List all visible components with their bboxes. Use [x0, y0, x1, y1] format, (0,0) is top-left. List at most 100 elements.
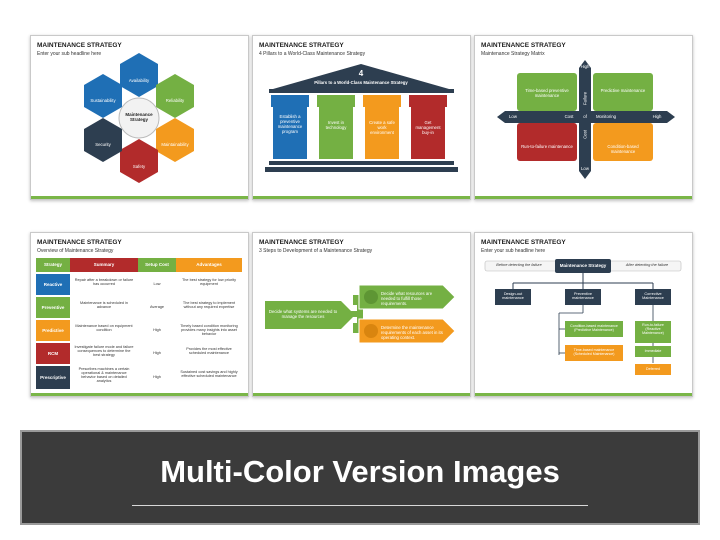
table-row: Preventive Maintenance is scheduled in a…	[36, 297, 242, 318]
axis-monitoring: Monitoring	[595, 114, 617, 119]
slide-subtitle: Maintenance Strategy Matrix	[481, 51, 545, 57]
axis-failure: Failure	[582, 91, 588, 106]
slide-three-steps[interactable]: MAINTENANCE STRATEGY 3 Steps to Developm…	[252, 232, 471, 397]
table-header: Strategy Summary Setup Cost Advantages	[36, 258, 242, 272]
axis-low-left: Low	[509, 114, 517, 119]
slide-footer-bar	[475, 393, 692, 396]
hex-safety	[120, 139, 158, 183]
pillar-4-label: Get management buy-in	[415, 120, 441, 135]
slide-title: MAINTENANCE STRATEGY	[37, 42, 122, 49]
matrix-diagram	[497, 60, 675, 179]
slide-title: MAINTENANCE STRATEGY	[259, 239, 344, 246]
after-detecting-label: After detecting the failure	[625, 263, 669, 267]
slide-overview-table[interactable]: MAINTENANCE STRATEGY Overview of Mainten…	[30, 232, 249, 397]
slide-strategy-matrix[interactable]: MAINTENANCE STRATEGY Maintenance Strateg…	[474, 35, 693, 200]
header-advantages: Advantages	[176, 258, 242, 272]
slide-footer-bar	[31, 393, 248, 396]
center-label: Maintenance Strategy	[125, 112, 153, 122]
table-row: RCM Investigate failure mode and failure…	[36, 343, 242, 364]
row-cost: Average	[149, 305, 165, 309]
hex-sustainability	[84, 74, 122, 118]
pillar-1-label: Establish a preventive maintenance progr…	[277, 114, 303, 134]
pillar-2-label: Invest in technology	[325, 120, 347, 130]
step-right-top-text: Decide what resources are needed to fulf…	[381, 291, 433, 306]
banner-title: Multi-Color Version Images	[160, 454, 560, 489]
row-advantage: The best strategy for low priority equip…	[181, 278, 237, 286]
hexagon-diagram	[84, 53, 194, 183]
hex-label-security: Security	[95, 142, 111, 147]
slide-subtitle: Enter your sub headline here	[37, 51, 102, 57]
row-strategy: Preventive	[36, 297, 70, 318]
axis-cost-vertical: Cost	[582, 130, 588, 139]
hex-availability	[120, 53, 158, 97]
slide-four-pillars[interactable]: MAINTENANCE STRATEGY 4 Pillars to a Worl…	[252, 35, 471, 200]
row-strategy: RCM	[36, 343, 70, 364]
slide-subtitle: Overview of Maintenance Strategy	[37, 248, 114, 254]
slide-strategy-hierarchy[interactable]: MAINTENANCE STRATEGY Enter your sub head…	[474, 232, 693, 397]
header-strategy: Strategy	[36, 258, 70, 272]
roof-label: Pillars to a World-Class Maintenance Str…	[314, 80, 408, 85]
row-strategy: Reactive	[36, 274, 70, 295]
center-circle	[118, 97, 160, 139]
row-cost: High	[153, 375, 161, 379]
row-advantage: Timely based condition monitoring provid…	[180, 324, 238, 336]
hierarchy-diagram	[484, 259, 682, 375]
multi-color-banner: Multi-Color Version Images	[20, 430, 700, 525]
row-cost: High	[153, 328, 161, 332]
slide-subtitle: 3 Steps to Development of a Maintenance …	[259, 248, 373, 254]
quadrant-time-based: Time-based preventive maintenance	[525, 88, 569, 98]
row-strategy: Prescriptive	[36, 366, 70, 389]
row-summary: Repair after a breakdown or failure has …	[74, 278, 134, 286]
hex-label-availability: Availability	[128, 78, 150, 83]
row-strategy: Predictive	[36, 320, 70, 341]
row-advantage: The best strategy to implement without a…	[182, 301, 236, 309]
slide-title: MAINTENANCE STRATEGY	[481, 42, 566, 49]
slide-title: MAINTENANCE STRATEGY	[259, 42, 344, 49]
row-advantage: Sustained cost savings and highly effect…	[180, 370, 238, 378]
slide-footer-bar	[253, 393, 470, 396]
row-summary: Maintenance based on equipment condition	[75, 324, 133, 332]
node-time-based: Time-based maintenance (Scheduled Mainte…	[573, 348, 615, 356]
row-summary: Prescribes machines a certain operationa…	[78, 367, 130, 383]
table-row: Prescriptive Prescribes machines a certa…	[36, 366, 242, 389]
step-right-bottom-text: Determine the maintenance requirements o…	[381, 325, 443, 340]
slide-hexagon-strategy[interactable]: MAINTENANCE STRATEGY Enter your sub head…	[30, 35, 249, 200]
header-setup-cost: Setup Cost	[138, 258, 176, 272]
axis-high-right: High	[652, 114, 662, 119]
slide-title: MAINTENANCE STRATEGY	[481, 239, 566, 246]
table-row: Predictive Maintenance based on equipmen…	[36, 320, 242, 341]
quadrant-condition-based: Condition-based maintenance	[607, 144, 639, 154]
node-immediate: Immediate	[644, 349, 662, 353]
step-left-text: Decide what systems are needed to manage…	[268, 309, 338, 319]
axis-high-top: High	[580, 64, 590, 69]
hex-label-sustainability: Sustainability	[90, 98, 116, 103]
node-run-to-failure: Run-to-failure (Reactive Maintenance)	[642, 323, 664, 335]
row-cost: Low	[153, 282, 161, 286]
hierarchy-center-label: Maintenance Strategy	[559, 263, 607, 268]
node-preventive: Preventive maintenance	[572, 292, 594, 300]
slide-footer-bar	[475, 196, 692, 199]
slide-footer-bar	[31, 196, 248, 199]
hex-label-maintainability: Maintainability	[161, 142, 189, 147]
roof	[273, 64, 449, 89]
node-design-out: Design-out maintenance	[502, 292, 524, 300]
axis-of: of	[583, 114, 587, 119]
hex-security	[84, 118, 122, 162]
slide-footer-bar	[253, 196, 470, 199]
hex-reliability	[156, 74, 194, 118]
roof-number: 4	[358, 69, 364, 78]
node-corrective: Corrective Maintenance	[642, 292, 664, 300]
hex-label-reliability: Reliability	[165, 98, 185, 103]
axis-low-bottom: Low	[581, 166, 589, 171]
row-cost: High	[153, 351, 161, 355]
pillars-diagram	[265, 64, 458, 172]
node-condition-based: Condition-based maintenance (Predictive …	[570, 324, 618, 332]
header-summary: Summary	[70, 258, 138, 272]
banner-underline	[132, 505, 588, 506]
hex-label-safety: Safety	[132, 164, 146, 169]
quadrant-predictive: Predictive maintenance	[600, 88, 646, 93]
hex-maintainability	[156, 118, 194, 162]
row-summary: Investigate failure mode and failure con…	[74, 345, 134, 357]
quadrant-run-to-failure: Run-to-failure maintenance	[521, 144, 573, 149]
row-summary: Maintenance is scheduled in advance	[80, 301, 128, 309]
